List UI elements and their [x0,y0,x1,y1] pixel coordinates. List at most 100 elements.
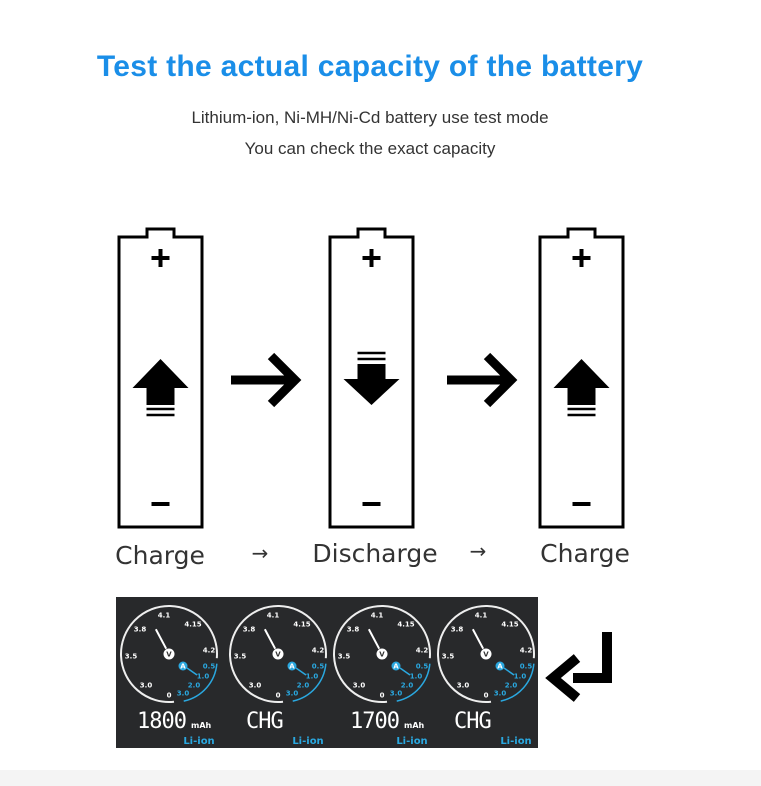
current-tick-label: 1.0 [197,673,210,681]
charge-lines [146,407,175,417]
voltage-tick-label: 4.2 [312,647,325,655]
current-hub [391,661,401,671]
voltage-gauge-arc [120,605,218,703]
battery-outline [117,227,204,529]
voltage-tick-label: 4.1 [158,612,171,620]
current-hub-label: A [393,663,399,671]
voltage-tick-label: 4.15 [184,621,201,629]
current-gauge-arc [500,663,535,702]
plus-icon [572,249,591,267]
capacity-readout: CHG [454,709,491,734]
capacity-readout: CHG [246,709,283,734]
current-gauge-arc [396,663,431,702]
voltage-tick-label: 3.8 [347,626,360,634]
voltage-tick-label: 3.5 [338,653,351,661]
subtitle-line-1: Lithium-ion, Ni-MH/Ni-Cd battery use tes… [191,108,549,127]
voltage-hub [376,648,388,660]
current-gauge-arc [292,663,327,702]
voltage-tick-label: 0 [380,692,385,700]
footer-bar [0,770,761,786]
battery-type-label: Li-ion [500,736,531,747]
current-hub-label: A [180,663,186,671]
current-needle [503,667,515,676]
charge-up-arrow-icon [132,359,189,405]
battery-type-label: Li-ion [292,736,323,747]
discharge-lines [357,351,386,361]
step-label-discharge: Discharge [312,539,438,568]
current-hub [287,661,297,671]
voltage-tick-label: 3.5 [442,653,455,661]
current-hub-label: A [497,663,503,671]
charge-lines [567,407,596,417]
current-tick-label: 3.0 [494,690,507,698]
voltage-hub [272,648,284,660]
current-tick-label: 3.0 [177,690,190,698]
battery-diagram [117,227,625,529]
voltage-tick-label: 4.1 [267,612,280,620]
voltage-hub [163,648,175,660]
voltage-tick-label: 3.5 [234,653,247,661]
battery-type-label: Li-ion [183,736,214,747]
current-tick-label: 2.0 [505,682,518,690]
voltage-tick-label: 4.2 [416,647,429,655]
capacity-readout: 1800 [137,709,186,734]
current-tick-label: 1.0 [306,673,319,681]
battery-outline [328,227,415,529]
return-arrow-icon [545,632,612,702]
voltage-tick-label: 0 [276,692,281,700]
current-tick-label: 1.0 [514,673,527,681]
current-hub [495,661,505,671]
voltage-hub [480,648,492,660]
voltage-tick-label: 4.15 [397,621,414,629]
step-label-charge: Charge [115,541,205,570]
current-tick-label: 0.5 [520,663,533,671]
current-tick-label: 0.5 [203,663,216,671]
current-tick-label: 0.5 [312,663,325,671]
battery-outline [538,227,625,529]
plus-icon [362,249,381,267]
voltage-tick-label: 3.0 [353,682,366,690]
capacity-unit: mAh [191,721,212,730]
voltage-gauge-arc [333,605,431,703]
current-hub [178,661,188,671]
voltage-gauge-arc [437,605,535,703]
battery-type-label: Li-ion [396,736,427,747]
voltage-tick-label: 3.5 [125,653,138,661]
voltage-hub-label: V [166,651,172,659]
step-arrow-text: → [469,539,487,563]
voltage-needle [154,628,168,650]
voltage-tick-label: 4.1 [371,612,384,620]
current-needle [295,667,307,676]
voltage-tick-label: 3.8 [243,626,256,634]
voltage-gauge-arc [229,605,327,703]
voltage-tick-label: 4.2 [203,647,216,655]
voltage-tick-label: 4.15 [293,621,310,629]
page-title: Test the actual capacity of the battery [96,50,644,83]
voltage-needle [263,628,277,650]
capacity-unit: mAh [404,721,425,730]
right-arrow-icon [231,352,302,408]
current-needle [399,667,411,676]
voltage-tick-label: 0 [484,692,489,700]
current-tick-label: 1.0 [410,673,423,681]
voltage-needle [367,628,381,650]
current-gauge-arc [183,663,218,702]
current-hub-label: A [289,663,295,671]
charge-up-arrow-icon [553,359,610,405]
voltage-tick-label: 4.2 [520,647,533,655]
voltage-tick-label: 3.0 [140,682,153,690]
plus-icon [151,249,170,267]
voltage-tick-label: 4.15 [501,621,518,629]
voltage-tick-label: 3.8 [451,626,464,634]
discharge-down-arrow-icon [343,364,400,405]
voltage-hub-label: V [379,651,385,659]
current-tick-label: 2.0 [401,682,414,690]
capacity-readout: 1700 [350,709,399,734]
voltage-tick-label: 3.0 [249,682,262,690]
voltage-needle [471,628,485,650]
step-arrow-text: → [251,541,269,565]
current-tick-label: 2.0 [297,682,310,690]
current-needle [186,667,198,676]
step-label-charge: Charge [540,539,630,568]
